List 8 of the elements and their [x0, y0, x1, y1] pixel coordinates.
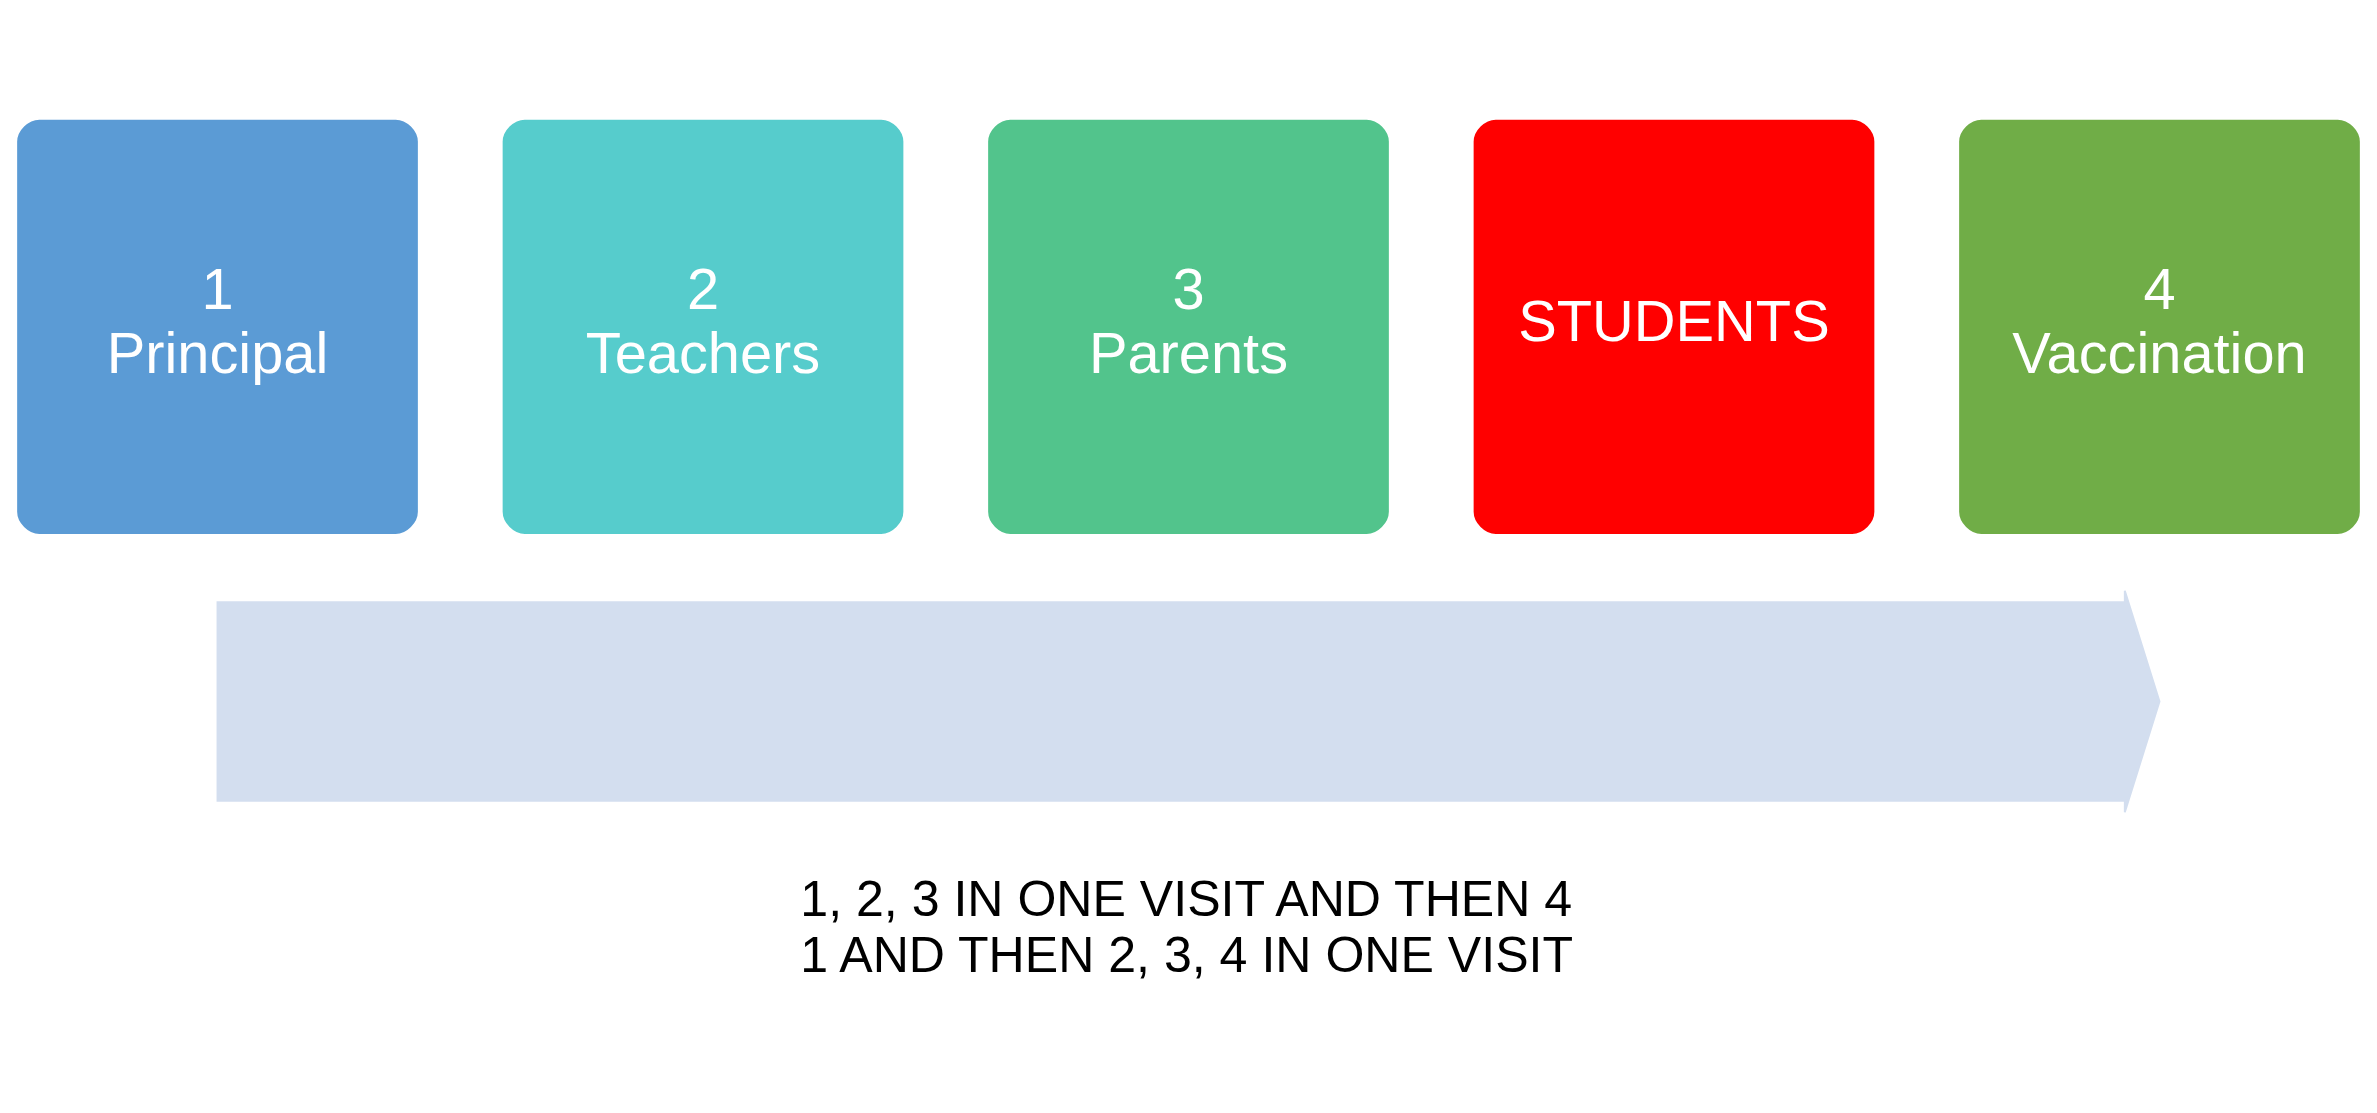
- node-box: STUDENTS: [1471, 117, 1877, 536]
- label: 1, 2, 3 IN ONE VISIT AND THEN 4: [800, 870, 1573, 927]
- node-box: 1 Principal: [15, 117, 420, 536]
- node-box: 3 Parents: [986, 117, 1391, 536]
- node-box: 4 Vaccination: [1957, 117, 2362, 536]
- node-box: 2 Teachers: [500, 117, 906, 536]
- label: 1 AND THEN 2, 3, 4 IN ONE VISIT: [800, 926, 1574, 983]
- node-arrow: [216, 589, 2161, 813]
